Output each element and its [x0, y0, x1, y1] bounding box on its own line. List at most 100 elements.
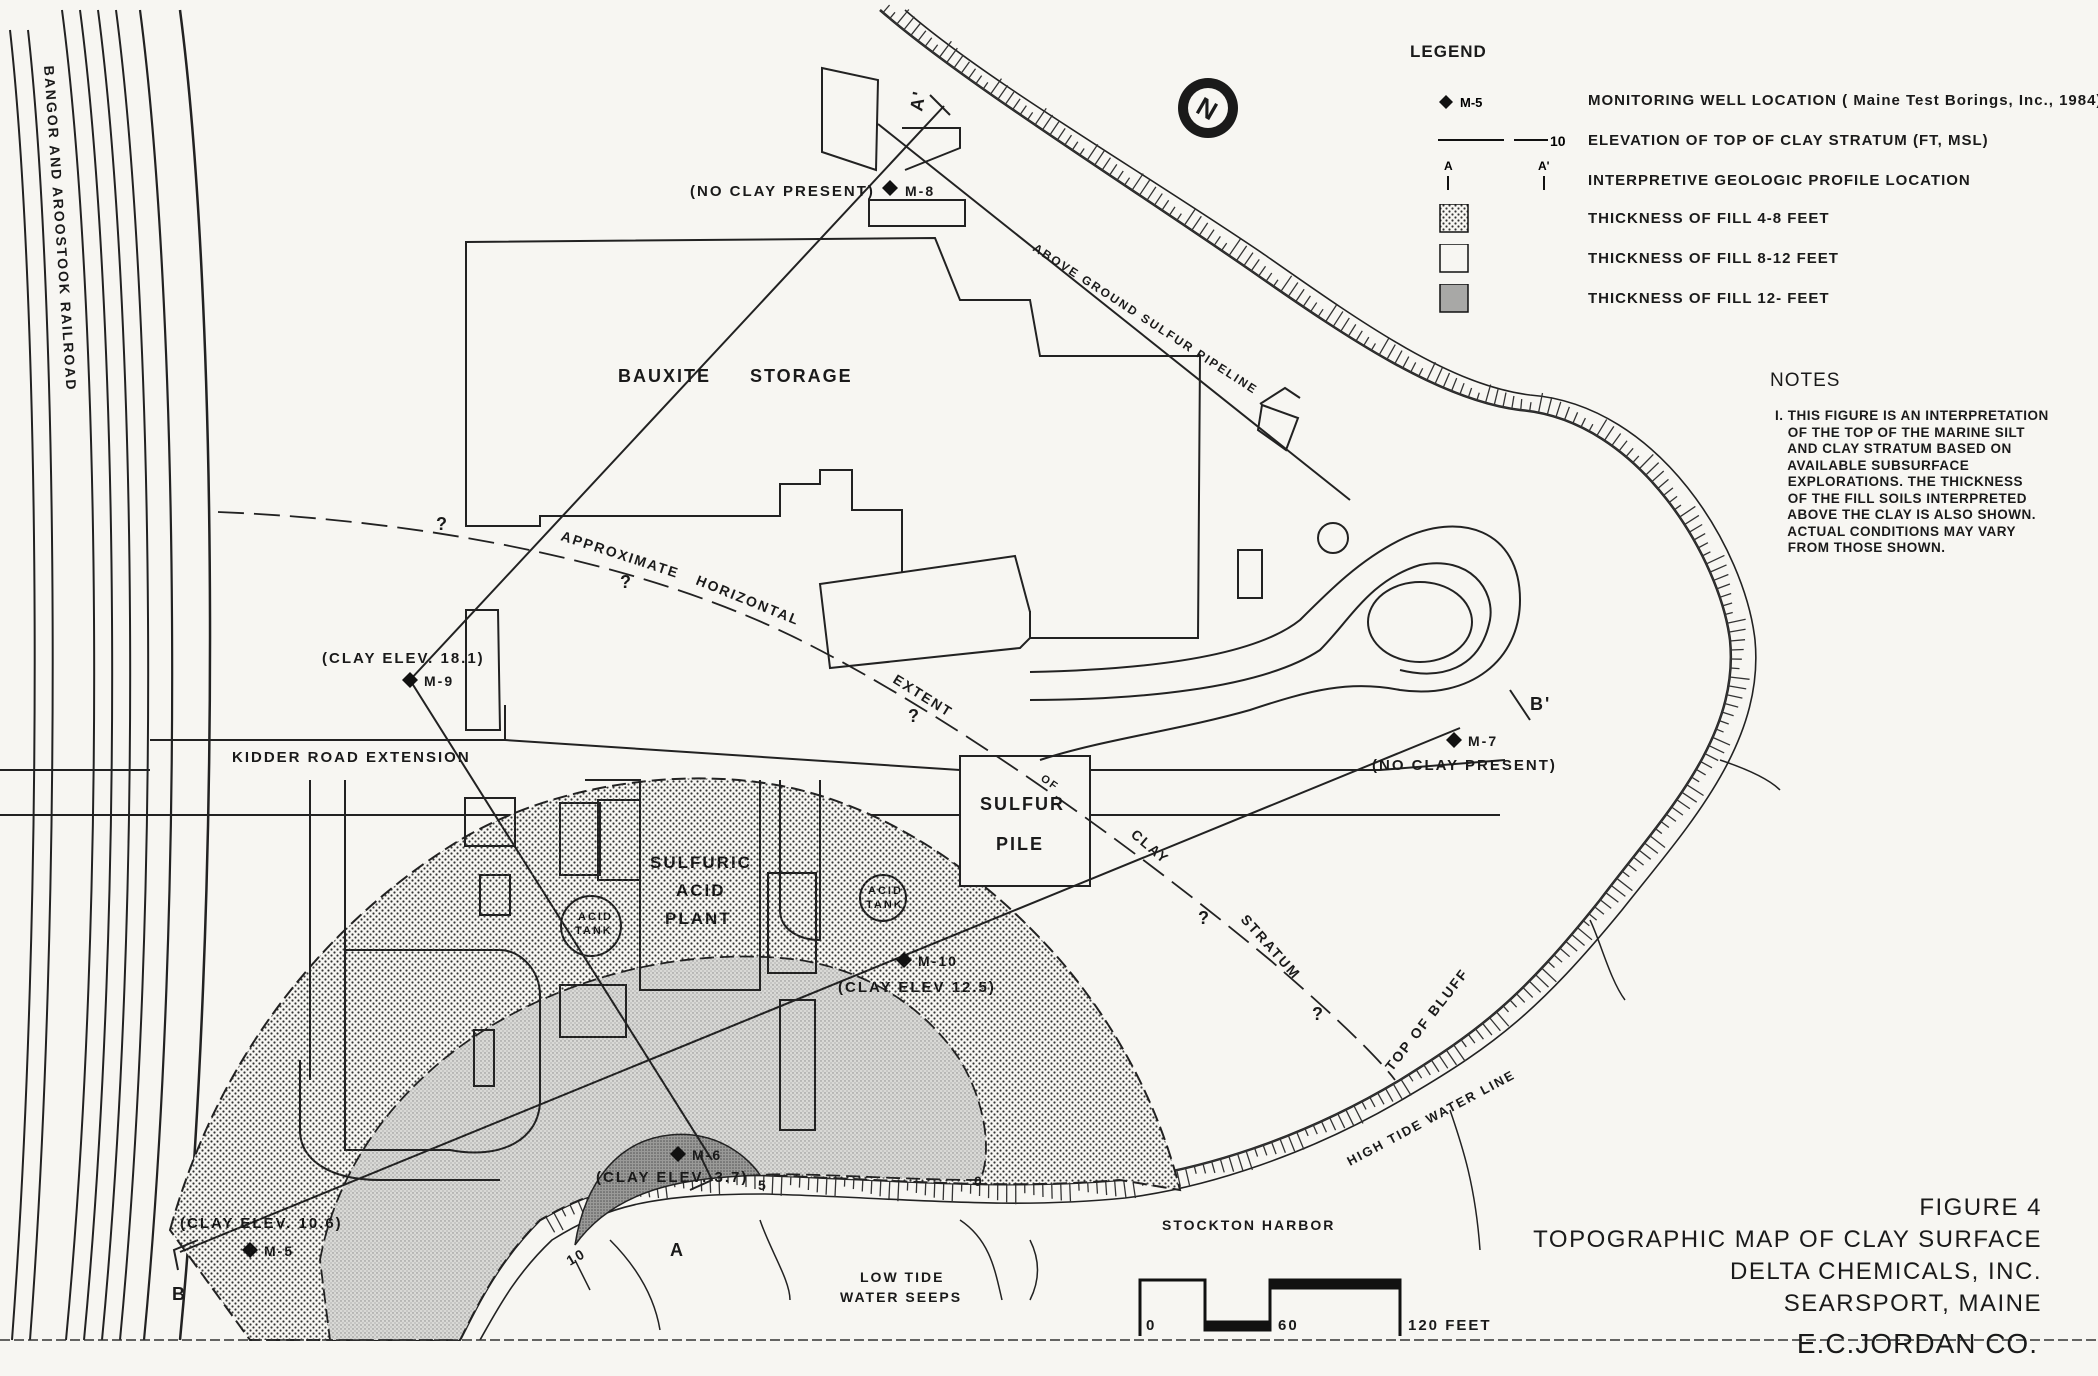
figure-title: TOPOGRAPHIC MAP OF CLAY SURFACE	[1533, 1226, 2042, 1253]
scale-bar	[1138, 1278, 1402, 1336]
bluff-hatch-mark	[1632, 856, 1644, 866]
bluff-hatch-mark	[1176, 213, 1182, 221]
bluff-hatch-mark	[990, 78, 1003, 95]
bluff-hatch-mark	[1715, 728, 1724, 733]
bluff-hatch-mark	[1603, 425, 1615, 441]
acid-tank-2-tank: TANK	[866, 899, 904, 911]
bluff-hatch-mark	[1719, 720, 1729, 725]
bluff-hatch-mark	[1580, 417, 1586, 428]
bluff-hatch-mark	[1535, 974, 1549, 988]
legend-fill-8-12-desc: THICKNESS OF FILL 8-12 FEET	[1588, 250, 1839, 267]
bluff-hatch-mark	[1729, 676, 1750, 680]
bluff-hatch-mark	[1304, 1128, 1309, 1137]
bluff-hatch-mark	[951, 1183, 954, 1203]
bluff-hatch-mark	[762, 1175, 765, 1192]
approximate-clay-extent	[217, 511, 1396, 1081]
bluff-hatch-mark	[1279, 1138, 1286, 1153]
bluff-hatch-mark	[1728, 685, 1747, 690]
bluff-hatch-mark	[1363, 336, 1370, 347]
bluff-hatch-mark	[1146, 186, 1157, 201]
legend-profile-desc: INTERPRETIVE GEOLOGIC PROFILE LOCATION	[1588, 172, 1971, 189]
bluff-hatch-mark	[1621, 870, 1630, 878]
bluff-hatch-mark	[1153, 193, 1163, 206]
bluff-hatch-mark	[1704, 753, 1719, 762]
bluff-hatch-mark	[1122, 1179, 1127, 1198]
bluff-hatch-mark	[1250, 259, 1260, 272]
bluff-hatch-mark	[1537, 392, 1544, 413]
bluff-hatch-mark	[1627, 863, 1637, 872]
well-m7-id: M-7	[1468, 733, 1498, 749]
bluff-hatch-mark	[1113, 1180, 1117, 1197]
bluff-hatch-mark	[917, 30, 927, 42]
bluff-hatch-mark	[1317, 308, 1324, 318]
contour-5: 5	[758, 1177, 768, 1193]
well-m10-id: M-10	[918, 953, 958, 969]
bluff-hatch-mark	[1657, 478, 1669, 489]
bluff-hatch-mark	[1370, 343, 1376, 351]
bluff-hatch-mark	[1041, 114, 1054, 131]
figure-number: FIGURE 4	[1919, 1194, 2042, 1221]
bluff-hatch-mark	[1408, 1074, 1414, 1082]
bluff-hatch-mark	[997, 84, 1009, 100]
bluff-hatch-mark	[953, 54, 964, 69]
bluff-hatch-mark	[1638, 849, 1652, 860]
bluff-hatch-mark	[1460, 1039, 1467, 1048]
bluff-hatch-mark	[1418, 367, 1424, 377]
bluff-hatch-mark	[1541, 967, 1557, 983]
bluff-hatch-mark	[1691, 776, 1700, 783]
bluff-hatch-mark	[888, 1180, 891, 1199]
acid-tank-1-acid: ACID	[578, 911, 613, 923]
bluff-hatch-mark	[1258, 265, 1267, 277]
bluff-hatch-mark	[1474, 1028, 1484, 1040]
bluff-hatch-mark	[1295, 288, 1305, 302]
bluff-hatch-mark	[1565, 940, 1578, 952]
bluff-hatch-mark	[1004, 91, 1015, 105]
top-of-bluff-label: TOP OF BLUFF	[1382, 965, 1472, 1074]
bluff-hatch-mark	[1392, 1083, 1403, 1099]
storage-label: STORAGE	[750, 366, 853, 386]
bluff-hatch-mark	[1213, 235, 1221, 246]
stockton-harbor-label: STOCKTON HARBOR	[1162, 1217, 1335, 1233]
bluff-hatch-mark	[1355, 330, 1363, 342]
bluff-hatch-mark	[1515, 993, 1526, 1003]
bluff-hatch-mark	[896, 9, 910, 25]
bluff-hatch-mark	[1056, 128, 1066, 141]
bluff-hatch-mark	[1243, 252, 1254, 267]
bluff-hatch-mark	[1638, 453, 1654, 470]
legend-fill-8-12-swatch	[1439, 244, 1469, 273]
bluff-hatch-mark	[1716, 583, 1731, 590]
bluff-hatch-mark	[825, 1177, 828, 1195]
bluff-hatch-mark	[1221, 242, 1228, 251]
bluff-hatch-mark	[1235, 245, 1248, 262]
bluff-hatch-mark	[1377, 1092, 1385, 1105]
scale-0: 0	[1146, 1317, 1156, 1334]
bluff-hatch-mark	[834, 1178, 837, 1198]
bluff-hatch-mark	[933, 1182, 936, 1198]
bluff-hatch-mark	[1124, 177, 1131, 186]
legend-profile-right: A'	[1538, 160, 1550, 173]
low-tide-label: LOW TIDE	[860, 1269, 944, 1285]
bluff-hatch-mark	[1168, 206, 1176, 216]
north-arrow: N	[1178, 78, 1238, 138]
bluff-hatch-mark	[1467, 1033, 1476, 1044]
bluff-hatch-mark	[1708, 744, 1725, 754]
bluff-hatch-mark	[1547, 961, 1555, 969]
bluff-hatch-mark	[879, 1180, 882, 1197]
bluff-hatch-mark	[553, 1212, 564, 1231]
legend-elevation-value: 10	[1550, 133, 1566, 149]
bluff-hatch-mark	[1325, 304, 1338, 322]
bluff-hatch-mark	[1671, 806, 1684, 816]
question-mark-3: ?	[908, 706, 921, 726]
bluff-hatch-mark	[1069, 1183, 1072, 1203]
well-m9-id: M-9	[424, 673, 454, 689]
well-m10-note: (CLAY ELEV 12.5)	[838, 979, 996, 996]
bluff-hatch-mark	[1728, 628, 1746, 633]
bluff-hatch-mark	[1616, 877, 1633, 892]
scale-120: 120 FEET	[1408, 1317, 1492, 1334]
well-m9-note: (CLAY ELEV. 18.1)	[322, 650, 485, 667]
bluff-hatch-mark	[1709, 564, 1727, 573]
bluff-hatch-mark	[1049, 121, 1060, 136]
question-mark-4: ?	[1198, 908, 1211, 928]
